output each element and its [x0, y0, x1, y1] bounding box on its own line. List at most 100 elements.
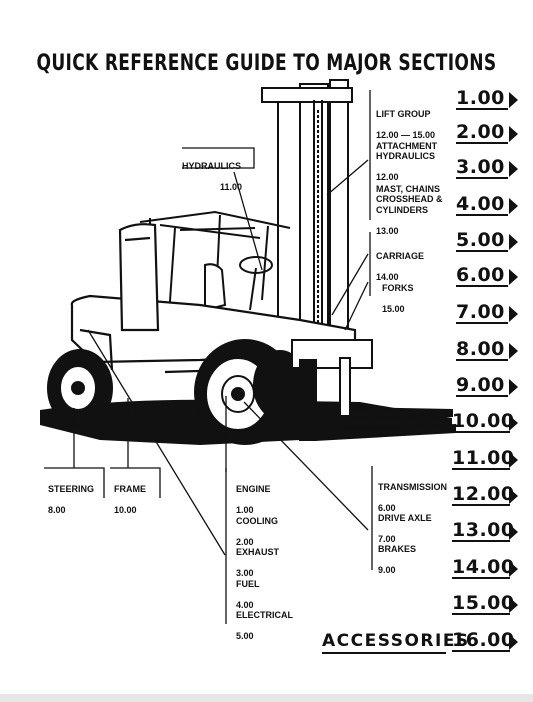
section-underline — [452, 504, 510, 506]
label-forks-code: 15.00 — [382, 303, 405, 314]
arrow-right-icon — [509, 379, 518, 395]
label-mast: MAST, CHAINS CROSSHEAD & CYLINDERS 13.00 — [376, 173, 443, 247]
label-carriage-name: CARRIAGE — [376, 250, 425, 261]
arrow-right-icon — [509, 306, 518, 322]
label-fuel-name: FUEL — [236, 578, 260, 589]
section-underline — [452, 613, 510, 615]
label-electrical-name: ELECTRICAL — [236, 609, 293, 620]
arrow-right-icon — [509, 452, 518, 468]
section-number: 4.00 — [456, 193, 505, 215]
section-underline — [456, 395, 508, 397]
section-number: 5.00 — [456, 229, 505, 251]
section-tab-11[interactable]: 11.00 — [452, 448, 518, 470]
arrow-right-icon — [509, 561, 518, 577]
section-tab-9[interactable]: 9.00 — [456, 375, 518, 397]
label-engine-name: ENGINE — [236, 483, 271, 494]
section-underline — [456, 177, 508, 179]
section-tab-7[interactable]: 7.00 — [456, 302, 518, 324]
label-fuel-code: 4.00 — [236, 599, 254, 610]
label-hydraulics-code: 11.00 — [220, 181, 243, 192]
section-number: 2.00 — [456, 121, 505, 143]
label-attachment-hydraulics-name: ATTACHMENT HYDRAULICS — [376, 140, 438, 162]
section-underline — [452, 577, 510, 579]
label-hydraulics: HYDRAULICS 11.00 — [182, 150, 242, 203]
section-underline — [456, 108, 508, 110]
arrow-right-icon — [509, 597, 518, 613]
arrow-right-icon — [509, 198, 518, 214]
label-transmission-code: 6.00 — [378, 502, 396, 513]
section-underline — [452, 431, 510, 433]
section-tab-2[interactable]: 2.00 — [456, 122, 518, 144]
label-exhaust: EXHAUST 3.00 — [236, 536, 279, 589]
label-lift-group-name: LIFT GROUP — [376, 108, 431, 119]
arrow-right-icon — [509, 343, 518, 359]
arrow-right-icon — [509, 415, 518, 431]
arrow-right-icon — [509, 234, 518, 250]
section-number: 14.00 — [452, 556, 515, 578]
section-tab-1[interactable]: 1.00 — [456, 88, 518, 110]
section-number: 8.00 — [456, 338, 505, 360]
label-electrical: ELECTRICAL 5.00 — [236, 599, 293, 652]
section-tab-16[interactable]: 16.00 — [452, 630, 518, 652]
section-number: 16.00 — [452, 629, 515, 651]
label-engine: ENGINE 1.00 — [236, 473, 271, 526]
accessories-label[interactable]: ACCESSORIES — [322, 631, 470, 651]
accessories-underline — [322, 652, 446, 654]
label-frame-code: 10.00 — [114, 504, 137, 515]
section-underline — [456, 285, 508, 287]
label-carriage: CARRIAGE 14.00 — [376, 240, 424, 293]
section-number: 13.00 — [452, 519, 515, 541]
section-number: 1.00 — [456, 87, 505, 109]
arrow-right-icon — [509, 161, 518, 177]
label-brakes-code: 9.00 — [378, 564, 396, 575]
label-cooling-code: 2.00 — [236, 536, 254, 547]
section-number: 7.00 — [456, 301, 505, 323]
section-tab-3[interactable]: 3.00 — [456, 157, 518, 179]
section-tab-8[interactable]: 8.00 — [456, 339, 518, 361]
label-transmission: TRANSMISSION 6.00 — [378, 471, 447, 524]
section-tab-15[interactable]: 15.00 — [452, 593, 518, 615]
arrow-right-icon — [509, 269, 518, 285]
section-tab-13[interactable]: 13.00 — [452, 520, 518, 542]
label-mast-code: 13.00 — [376, 225, 399, 236]
label-frame-name: FRAME — [114, 483, 146, 494]
section-tab-5[interactable]: 5.00 — [456, 230, 518, 252]
section-tab-14[interactable]: 14.00 — [452, 557, 518, 579]
section-tab-12[interactable]: 12.00 — [452, 484, 518, 506]
section-number: 10.00 — [452, 410, 515, 432]
label-steering-name: STEERING — [48, 483, 95, 494]
label-frame: FRAME 10.00 — [114, 473, 146, 526]
label-lift-group-code: 12.00 — 15.00 — [376, 129, 436, 140]
label-cooling: COOLING 2.00 — [236, 505, 278, 558]
label-exhaust-code: 3.00 — [236, 567, 254, 578]
label-brakes-name: BRAKES — [378, 543, 417, 554]
section-tab-4[interactable]: 4.00 — [456, 194, 518, 216]
label-forks-name: FORKS — [382, 282, 414, 293]
section-underline — [456, 359, 508, 361]
section-tab-10[interactable]: 10.00 — [452, 411, 518, 433]
page-bottom-bar — [0, 694, 533, 702]
label-lift-group: LIFT GROUP 12.00 — 15.00 — [376, 98, 435, 151]
label-brakes: BRAKES 9.00 — [378, 533, 416, 586]
label-cooling-name: COOLING — [236, 515, 278, 526]
arrow-right-icon — [509, 634, 518, 650]
section-underline — [452, 468, 510, 470]
section-number: 3.00 — [456, 156, 505, 178]
section-number: 9.00 — [456, 374, 505, 396]
arrow-right-icon — [509, 524, 518, 540]
section-tab-6[interactable]: 6.00 — [456, 265, 518, 287]
label-attachment-hydraulics-code: 12.00 — [376, 172, 399, 182]
label-drive-axle: DRIVE AXLE 7.00 — [378, 502, 432, 555]
section-number: 6.00 — [456, 264, 505, 286]
section-underline — [456, 250, 508, 252]
label-steering: STEERING 8.00 — [48, 473, 94, 526]
section-underline — [456, 214, 508, 216]
label-exhaust-name: EXHAUST — [236, 546, 280, 557]
arrow-right-icon — [509, 92, 518, 108]
label-fuel: FUEL 4.00 — [236, 568, 260, 621]
section-underline — [456, 322, 508, 324]
page-title: QUICK REFERENCE GUIDE TO MAJOR SECTIONS — [36, 50, 497, 76]
arrow-right-icon — [509, 126, 518, 142]
label-attachment-hydraulics: ATTACHMENT HYDRAULICS 12.00 — [376, 130, 437, 193]
